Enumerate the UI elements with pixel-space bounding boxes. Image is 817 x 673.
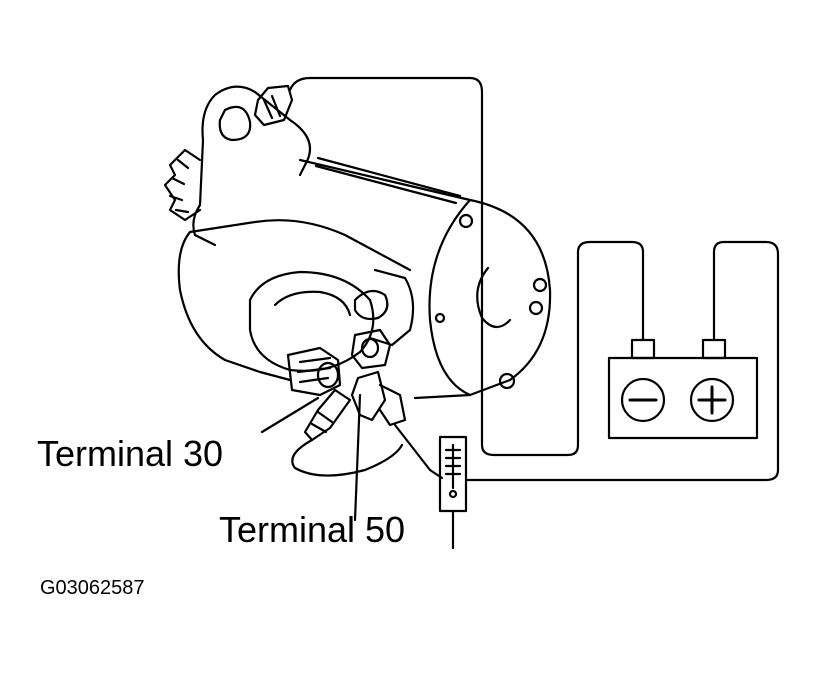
push-switch — [438, 435, 468, 550]
mounting-ear — [218, 105, 252, 142]
battery-case — [607, 356, 759, 440]
motor-housing-rear-face — [428, 198, 472, 397]
terminal-bracket — [368, 268, 415, 347]
solenoid-end-cap — [248, 270, 375, 372]
solenoid-inner-ring — [273, 290, 352, 317]
motor-housing-outline — [298, 158, 552, 400]
battery-positive-post — [701, 338, 727, 360]
top-connector — [253, 84, 294, 127]
drive-housing — [192, 85, 312, 247]
battery-negative-post — [630, 338, 656, 360]
figure-id-label: G03062587 — [40, 577, 145, 599]
terminal-30-label: Terminal 30 — [37, 433, 224, 474]
plus-sign-glyph — [697, 385, 727, 415]
battery — [607, 338, 759, 440]
bolt — [498, 372, 516, 390]
terminal-bracket-bend — [353, 289, 389, 321]
top-connector-ribs — [262, 94, 282, 120]
positive-cable — [464, 240, 780, 482]
alligator-clip-terminal-30 — [303, 388, 352, 442]
minus-sign-icon — [620, 377, 666, 423]
through-bolt — [314, 156, 462, 205]
jumper-wire-loop — [291, 438, 404, 477]
terminal-30-leader — [260, 396, 320, 434]
terminal-50-label: Terminal 50 — [219, 509, 406, 550]
terminal-30-post — [286, 346, 342, 397]
pinion-teeth — [168, 158, 190, 214]
terminal-50-leader — [353, 393, 362, 522]
bolt — [458, 213, 474, 229]
starter-motor — [163, 84, 552, 400]
plus-sign-icon — [689, 377, 735, 423]
switch-lead-wire — [393, 423, 444, 480]
bolt — [528, 300, 544, 316]
negative-cable — [288, 76, 645, 457]
bolt — [532, 277, 548, 293]
terminal-50-post — [350, 328, 392, 370]
bolt — [434, 312, 446, 324]
mounting-flange — [163, 148, 202, 222]
solenoid-body — [177, 219, 412, 382]
alligator-clip-terminal-50 — [350, 370, 407, 427]
